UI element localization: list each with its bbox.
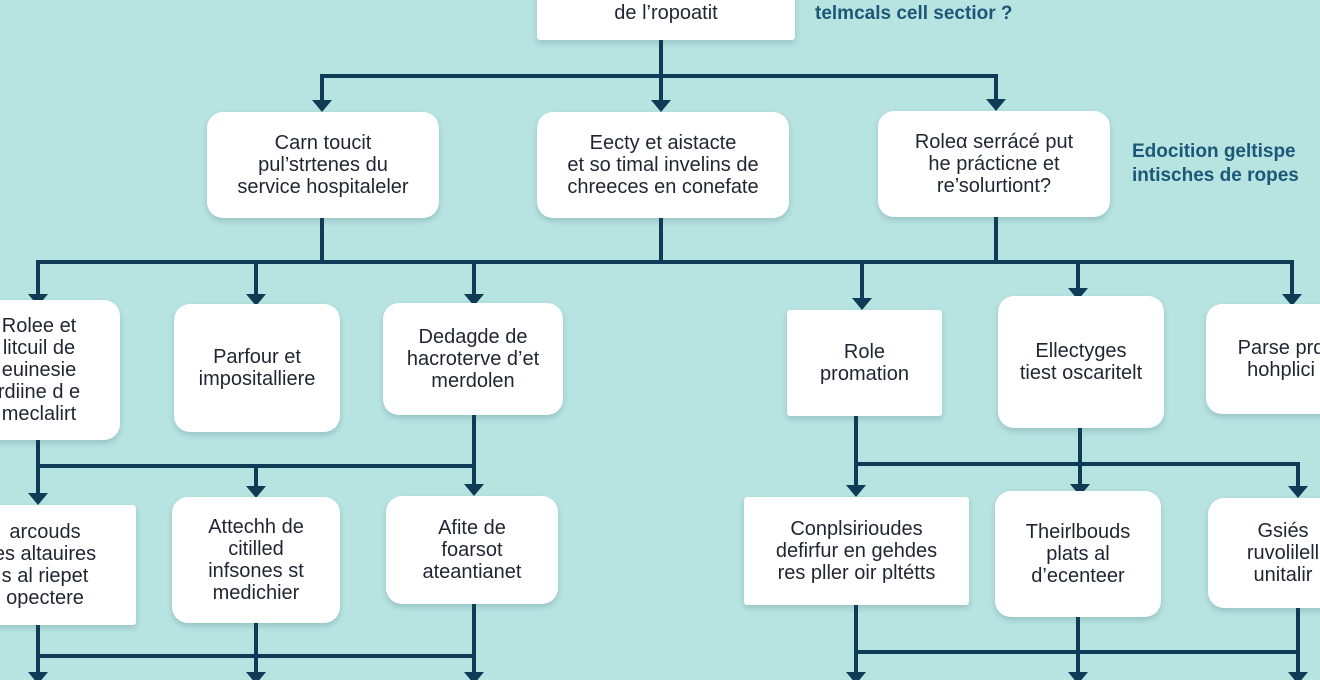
arrowhead (651, 100, 671, 112)
arrowhead (464, 484, 484, 496)
note-mid-right: Edocition geltispe intisches de ropes (1132, 141, 1299, 186)
arrowhead (246, 486, 266, 498)
l3-node-c: Afite de foarsot ateantianet (386, 496, 558, 604)
l1-left-node: Carn toucit pul’strtenes du service hosp… (207, 112, 439, 218)
arrowhead (1288, 672, 1308, 680)
l3-node-e: Theirlbouds plats al d’ecenteer (995, 491, 1161, 617)
l2-node-a: Rolee et litcuil de euinesie rdiine d e … (0, 300, 120, 440)
arrowhead (246, 672, 266, 680)
root-node: de l’ropoatit (537, 0, 795, 40)
arrowhead (464, 294, 484, 306)
l1-right-node: Roleα serrácé put he prácticne et re’sol… (878, 111, 1110, 217)
arrowhead (852, 298, 872, 310)
arrowhead (1070, 484, 1090, 496)
l3-node-d: Conplsirioudes defirfur en gehdes res pl… (744, 497, 969, 605)
arrowhead (246, 294, 266, 306)
l3-node-f: Gsiés ruvolilell unitalir (1208, 498, 1320, 608)
l2-node-c: Dedagde de hacroterve d’et merdolen (383, 303, 563, 415)
l1-center-node: Eecty et aistacte et so timal invelins d… (537, 112, 789, 218)
arrowhead (464, 672, 484, 680)
arrowhead (312, 100, 332, 112)
arrowhead (1068, 288, 1088, 300)
l2-node-e: Ellectyges tiest oscaritelt (998, 296, 1164, 428)
note-top-right: telmcals cell sectior ? (815, 3, 1013, 24)
l3-node-b: Attechh de citilled infsones st medichie… (172, 497, 340, 623)
arrowhead (846, 485, 866, 497)
arrowhead (986, 99, 1006, 111)
l2-node-f: Parse prd hohplici (1206, 304, 1320, 414)
l2-node-b: Parfour et impositalliere (174, 304, 340, 432)
arrowhead (1068, 672, 1088, 680)
arrowhead (1288, 486, 1308, 498)
arrowhead (846, 672, 866, 680)
l3-node-a: arcouds es altauires s al riepet opecter… (0, 505, 136, 625)
l2-node-d: Role promation (787, 310, 942, 416)
arrowhead (28, 672, 48, 680)
arrowhead (1282, 294, 1302, 306)
arrowhead (28, 493, 48, 505)
